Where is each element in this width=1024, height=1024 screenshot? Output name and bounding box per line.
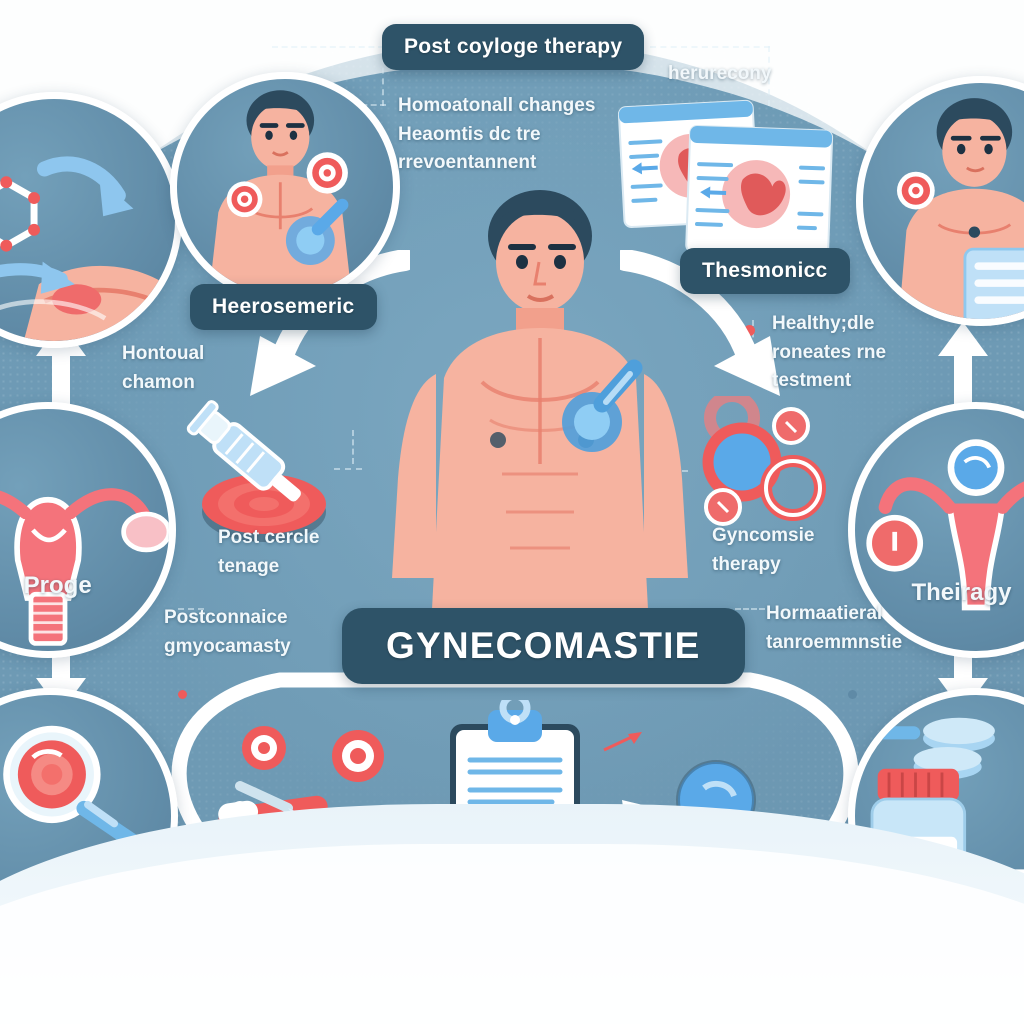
caption-hormonal-left: Hontoual chamon: [122, 343, 205, 393]
node-male-with-tablet[interactable]: [856, 76, 1024, 326]
accent-dot-bottom-left: [178, 690, 187, 699]
connector-dash-left-mid2: [334, 468, 362, 470]
badge-post-therapy[interactable]: Post coyloge therapy: [382, 24, 645, 70]
small-red-arrow-icon: [603, 732, 642, 752]
connector-tick-left: [352, 104, 386, 106]
main-title-badge: GYNECOMASTIE: [342, 608, 745, 684]
node-molecule-hand[interactable]: [0, 92, 182, 348]
connector-tick-right-mid: [752, 320, 754, 360]
connector-dash-top-right: [650, 46, 770, 48]
accent-dot-right: [744, 325, 755, 336]
reproductive-anatomy-icon: [0, 488, 169, 646]
connector-dash-right-lower: [735, 608, 765, 610]
accent-dot-bottom-right: [848, 690, 857, 699]
connector-dash-top-left: [272, 46, 384, 48]
badge-heerosemeric[interactable]: Heerosemeric: [190, 284, 377, 330]
connector-dash-left-lower: [178, 608, 204, 610]
node-label-theiragy: Theiragy: [911, 579, 1012, 607]
node-male-torso-target[interactable]: [170, 72, 400, 302]
connector-dash-vert-left: [382, 46, 384, 106]
connector-dash-left-mid: [352, 430, 354, 464]
male-with-tablet-icon: [896, 98, 1024, 319]
medical-report-cards-icon: [618, 99, 834, 258]
molecule-rings-icon: [702, 396, 826, 526]
center-male-figure: [392, 190, 688, 648]
male-torso-target-icon: [208, 90, 352, 295]
syringe-target-icon: [186, 400, 326, 542]
node-label-proge: Proge: [23, 572, 92, 600]
caption-postconnaice: Postconnaice gmyocamasty: [164, 607, 291, 657]
caption-healthy-lifestyle: Healthy;dle roneates rne testment: [772, 313, 887, 391]
connector-dash-vert-right: [768, 46, 770, 106]
caption-hormonal-changes: Homoatonall changes Heaomtis dc tre rrev…: [398, 95, 596, 173]
caption-post-cercle: Post cercle tenage: [218, 527, 320, 577]
caption-herurecony: herurecony: [668, 63, 772, 84]
reproductive-anatomy-icon: [866, 439, 1024, 611]
node-anatomy-left[interactable]: Proge: [0, 402, 176, 658]
molecule-hand-icon: [0, 156, 166, 341]
badge-thesmonicc[interactable]: Thesmonicc: [680, 248, 850, 294]
caption-gyn-therapy: Gyncomsie therapy: [712, 525, 815, 575]
bottom-band-white: [0, 844, 1024, 1024]
caption-hormonal-right: Hormaatieral tanroemmnstie: [766, 603, 903, 653]
